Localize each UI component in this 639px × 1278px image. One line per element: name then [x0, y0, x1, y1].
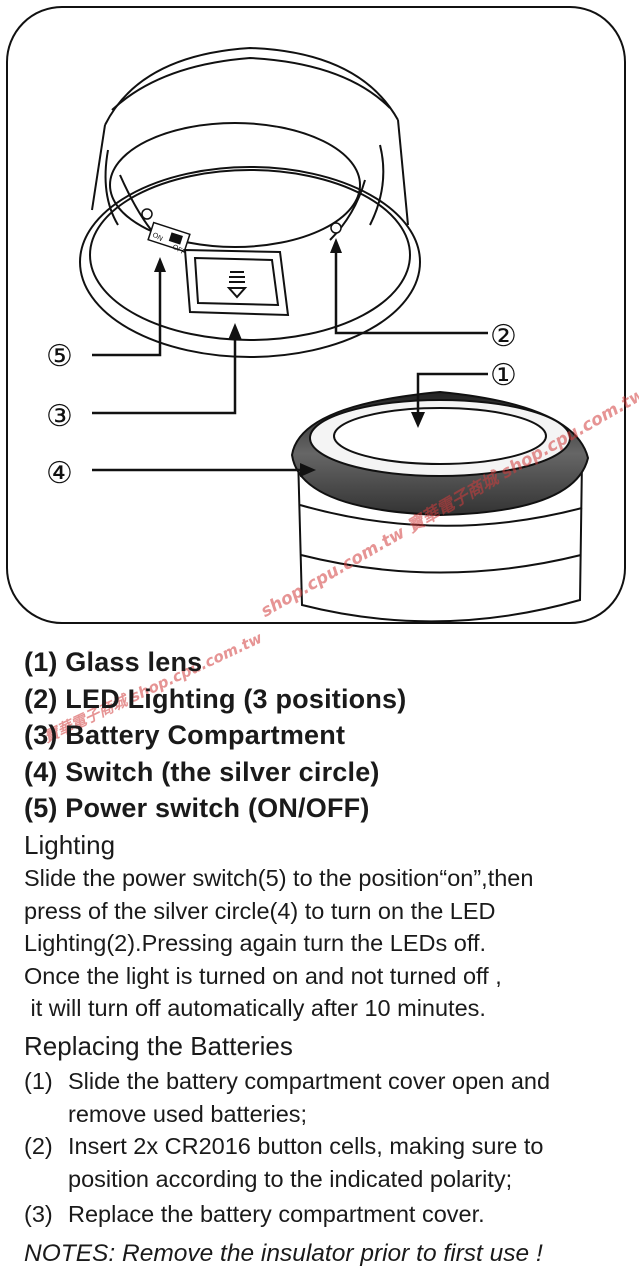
housing-ring [79, 46, 421, 358]
callout-2: ② [490, 319, 517, 354]
part-switch: (4) Switch (the silver circle) [24, 756, 380, 787]
step-number: (1) [24, 1068, 53, 1094]
step-line: Replace the battery compartment cover. [68, 1201, 485, 1227]
step-line: position according to the indicated pola… [68, 1165, 513, 1192]
callouts: ① ② ③ ④ ⑤ [46, 319, 517, 491]
step-line: Insert 2x CR2016 button cells, making su… [68, 1133, 544, 1159]
battery-step-3: (3) Replace the battery compartment cove… [24, 1198, 636, 1231]
lighting-line: Slide the power switch(5) to the positio… [24, 865, 534, 891]
switch-on-label: ON [151, 232, 164, 243]
battery-compartment [183, 248, 290, 317]
battery-step-1: (1) Slide the battery compartment cover … [24, 1065, 636, 1130]
lighting-line: it will turn off automatically after 10 … [24, 995, 486, 1022]
battery-steps: (1) Slide the battery compartment cover … [24, 1065, 636, 1231]
power-switch: ON OFF [147, 221, 191, 257]
lighting-line: Lighting(2).Pressing again turn the LEDs… [24, 930, 487, 957]
glass-lens [333, 407, 547, 465]
led-hole-icon [141, 208, 153, 220]
part-glass-lens: (1) Glass lens [24, 647, 203, 677]
lighting-heading: Lighting [24, 830, 116, 860]
arrowheads [154, 238, 425, 477]
part-led-lighting: (2) LED Lighting (3 positions) [24, 683, 407, 714]
batteries-heading: Replacing the Batteries [24, 1031, 293, 1061]
step-line: remove used batteries; [68, 1100, 308, 1127]
callout-3: ③ [46, 399, 73, 434]
battery-step-2: (2) Insert 2x CR2016 button cells, makin… [24, 1130, 636, 1195]
lighting-paragraph: Slide the power switch(5) to the positio… [24, 862, 634, 1025]
parts-list: (1) Glass lens (2) LED Lighting (3 posit… [24, 644, 406, 827]
step-number: (2) [24, 1133, 53, 1159]
notes: NOTES: Remove the insulator prior to fir… [24, 1240, 543, 1267]
leader-lines [92, 245, 488, 472]
lighting-line: press of the silver circle(4) to turn on… [24, 897, 496, 924]
callout-5: ⑤ [46, 339, 73, 374]
lamp-base [290, 390, 590, 623]
led-hole-icon [330, 222, 342, 234]
product-diagram: ON OFF ① ② ③ ④ ⑤ [46, 46, 590, 623]
lighting-line: Once the light is turned on and not turn… [24, 962, 502, 989]
callout-4: ④ [46, 456, 73, 491]
callout-1: ① [490, 358, 517, 393]
part-battery-compartment: (3) Battery Compartment [24, 720, 346, 750]
step-line: Slide the battery compartment cover open… [68, 1068, 551, 1094]
part-power-switch: (5) Power switch (ON/OFF) [24, 793, 370, 823]
step-number: (3) [24, 1201, 53, 1227]
